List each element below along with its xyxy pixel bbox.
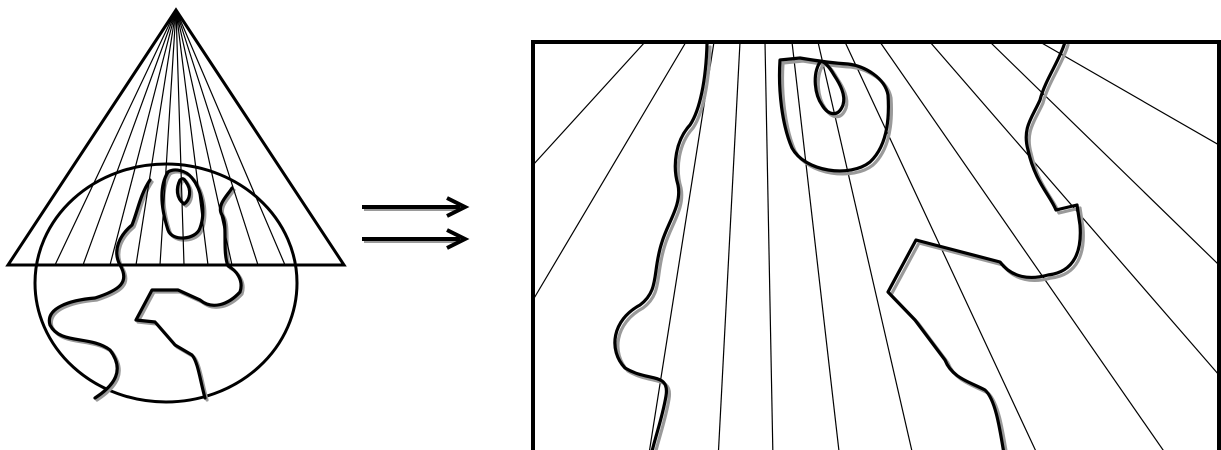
cone-ray-line: [176, 10, 184, 265]
globe-coastlines: [49, 170, 243, 400]
map-fan-line: [718, 42, 740, 450]
cone-ray-line: [176, 10, 258, 265]
map-coastlines: [615, 42, 1083, 450]
map-fan-line: [765, 42, 773, 450]
map-fan-line: [533, 42, 645, 165]
arrow-bottom: [362, 230, 465, 248]
cone-ray-line: [55, 10, 176, 265]
transition-arrows: [362, 198, 465, 248]
left-panel: [8, 10, 344, 402]
arrow-top: [362, 198, 465, 216]
map-projected-lines: [533, 42, 1219, 450]
map-fan-line: [792, 42, 840, 450]
map-frame: [533, 42, 1219, 450]
map-fan-line: [1040, 42, 1219, 145]
projection-cone: [8, 10, 344, 265]
map-fan-line: [880, 42, 1170, 450]
map-fan-line: [990, 42, 1219, 265]
right-panel: [533, 42, 1219, 450]
